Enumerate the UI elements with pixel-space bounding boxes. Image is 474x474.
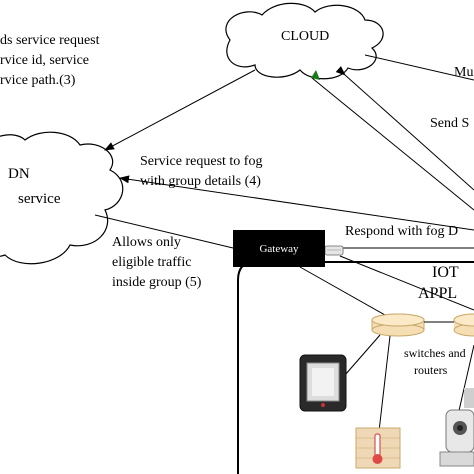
cloud-shape (225, 2, 384, 80)
right-mu-text: Mu (454, 65, 474, 80)
line-cloud-right-3 (311, 77, 474, 211)
top-left-text-line2: rvice id, service (0, 53, 90, 68)
switches-label-line1: switches and (404, 346, 466, 360)
iot-label-line2: APPL (418, 285, 458, 302)
switch-cylinder-left (371, 313, 425, 337)
switch-cylinder-right (453, 313, 474, 337)
allows-traffic-line2: eligible traffic (112, 255, 192, 270)
iot-label-line1: IOT (432, 264, 459, 281)
line-gateway-to-switch (299, 266, 386, 316)
top-left-text-line1: ds service request (0, 33, 100, 48)
line-cloud-right-1 (364, 54, 474, 81)
right-send-text: Send S (430, 116, 470, 131)
fog-label-line1: DN (8, 166, 30, 182)
gateway-label: Gateway (259, 242, 299, 255)
service-request-fog-line2: with group details (4) (140, 174, 261, 189)
right-edge-device (464, 388, 474, 408)
tablet-device-icon (299, 354, 347, 412)
line-router-to-iot (339, 255, 474, 311)
line-switch-to-tablet (344, 334, 381, 376)
green-arrow-tip (311, 70, 320, 80)
allows-traffic-line3: inside group (5) (112, 275, 202, 290)
service-request-fog-line1: Service request to fog (140, 154, 263, 169)
gateway-box: Gateway (233, 230, 325, 267)
right-respond-text: Respond with fog D (345, 224, 459, 239)
camera-device-icon (439, 409, 474, 467)
cloud-label: CLOUD (281, 29, 330, 44)
router-device-icon (324, 245, 344, 256)
fog-label-line2: service (18, 191, 61, 207)
line-cloud-right-2 (335, 66, 474, 191)
allows-traffic-line1: Allows only (112, 235, 181, 250)
arrow-cloud-to-fog (104, 69, 256, 151)
fog-cloud-shape (0, 131, 124, 265)
line-switch-to-thermo (377, 335, 391, 441)
thermometer-device-icon (355, 427, 401, 469)
switches-label-line2: routers (414, 363, 448, 377)
arrow-to-fog-service-request (119, 175, 474, 231)
top-left-text-line3: rvice path.(3) (0, 73, 76, 88)
line-switch-to-camera (457, 344, 474, 416)
line-fog-to-gateway (94, 214, 234, 249)
